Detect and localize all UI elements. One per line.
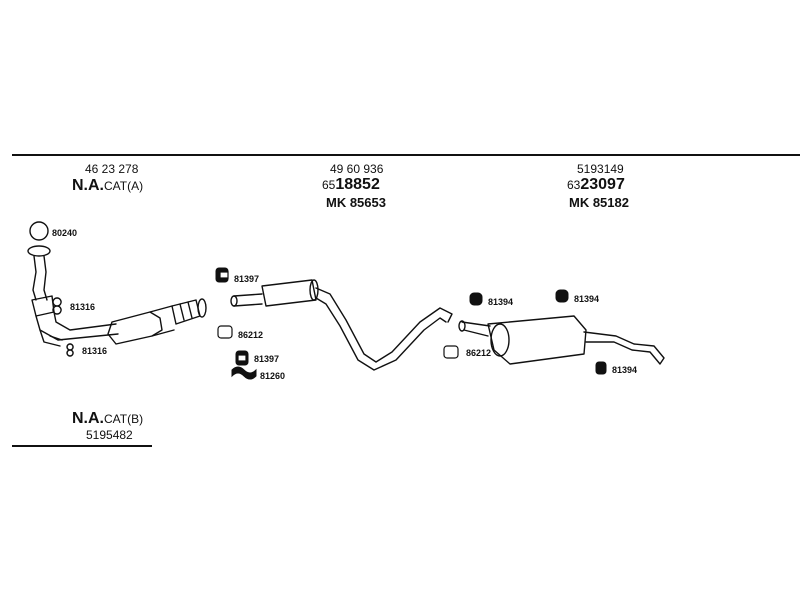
rear-muffler [487, 315, 587, 365]
middle-section-mk: MK 85653 [326, 195, 386, 210]
pre-catalyst [31, 295, 55, 317]
label-clamp-mid: 86212 [238, 330, 264, 340]
front-pipe [35, 311, 119, 341]
rubber-mount-rear-left [469, 292, 483, 306]
middle-pipe [315, 287, 453, 371]
front-downpipe [32, 255, 48, 301]
label-rubber-rear-bottom: 81394 [612, 365, 638, 375]
hanger-front-lower-shape [66, 343, 74, 357]
middle-section-code-main: 18852 [335, 176, 380, 193]
label-hanger-front-upper: 81316 [70, 302, 96, 312]
rear-tailpipe [583, 331, 665, 365]
rear-section-code-prefix: 63 [567, 178, 581, 192]
label-rubber-mid-top: 81397 [234, 274, 260, 284]
lower-front-pipe [39, 329, 63, 347]
label-clamp-front: 80240 [52, 228, 78, 238]
rear-section-code-main: 23097 [580, 176, 625, 193]
flex-pipe [171, 299, 201, 325]
rear-section-code: 6323097 [567, 176, 625, 194]
clamp-rear-shape [443, 345, 459, 359]
rear-section-part-number: 5193149 [577, 162, 624, 176]
label-rubber-rear-left: 81394 [488, 297, 514, 307]
catalytic-converter [107, 311, 163, 345]
rubber-mount-rear-bottom [595, 361, 607, 375]
rear-inlet-pipe [461, 321, 491, 337]
hanger-front-upper-shape [52, 297, 62, 315]
rear-section-mk: MK 85182 [569, 195, 629, 210]
middle-muffler [261, 279, 317, 307]
cat-b-title: N.A.CAT(B) [72, 410, 143, 428]
cat-b-title-rest: CAT(B) [104, 412, 144, 426]
label-rubber-mid-bottom: 81397 [254, 354, 280, 364]
middle-section-code: 6518852 [322, 176, 380, 194]
label-clamp-rear: 86212 [466, 348, 492, 358]
cat-a-title: N.A.CAT(A) [72, 177, 143, 195]
bottom-divider [12, 445, 152, 447]
cat-a-title-bold: N.A. [72, 177, 104, 194]
cat-a-part-number: 46 23 278 [85, 162, 139, 176]
clamp-mid-shape [217, 325, 233, 339]
cat-b-part-number: 5195482 [86, 428, 133, 442]
top-divider [12, 154, 800, 156]
label-gasket-mid: 81260 [260, 371, 286, 381]
middle-section-part-number: 49 60 936 [330, 162, 384, 176]
label-rubber-rear-right: 81394 [574, 294, 600, 304]
gasket-mid-shape [231, 366, 257, 380]
label-hanger-front-lower: 81316 [82, 346, 108, 356]
front-clamp-ring [29, 221, 49, 241]
middle-muffler-inlet [233, 293, 263, 307]
cat-b-title-bold: N.A. [72, 410, 104, 427]
rubber-mount-rear-right [555, 289, 569, 303]
front-flange [27, 245, 51, 257]
cat-a-title-rest: CAT(A) [104, 179, 144, 193]
middle-section-code-prefix: 65 [322, 178, 336, 192]
